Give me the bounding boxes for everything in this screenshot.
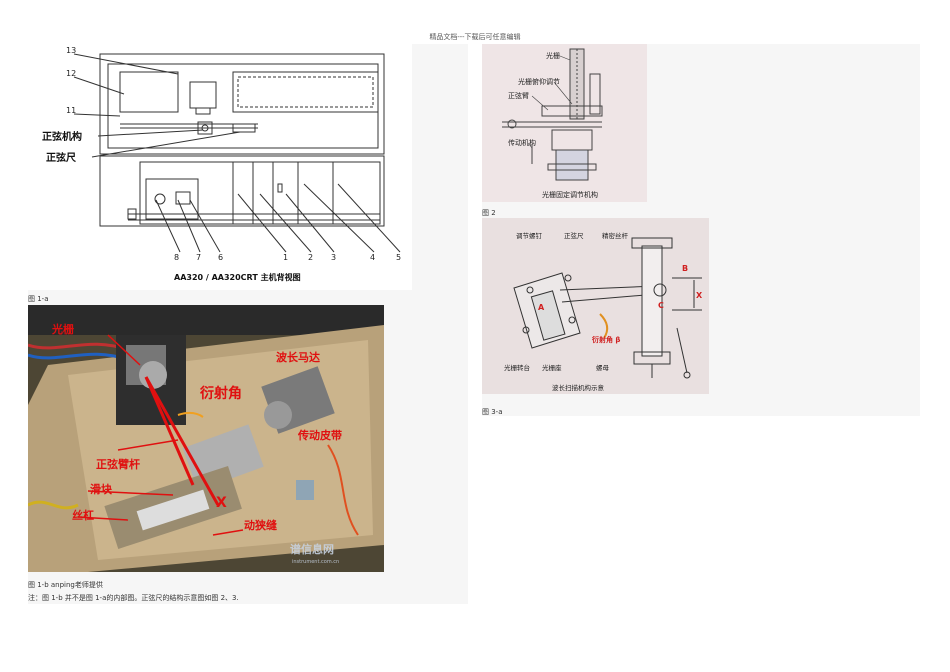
label-7: 7 [196, 253, 201, 262]
fig2-label-bottom: 光栅固定调节机构 [542, 190, 598, 199]
photo-watermark: 谱信息网 [290, 542, 334, 556]
photo-label-sine-arm: 正弦臂杆 [96, 457, 140, 471]
label-1: 1 [283, 253, 288, 262]
caption-3a: 图 3-a [482, 408, 503, 416]
page-header: 精品文档---下载后可任意编辑 [429, 33, 521, 41]
fig3a-label-sine-ruler: 正弦尺 [564, 231, 584, 240]
photo-watermark-url: instrument.com.cn [292, 559, 339, 565]
label-4: 4 [370, 253, 375, 262]
label-13: 13 [66, 46, 76, 55]
fig3a-label-c: C [658, 301, 664, 310]
figure-1a-drawing: 13 12 11 8 7 6 1 2 3 4 5 正弦机构 正弦尺 AA320 … [42, 46, 401, 282]
label-12: 12 [66, 69, 76, 78]
figure-1a: 13 12 11 8 7 6 1 2 3 4 5 正弦机构 正弦尺 AA320 … [28, 44, 412, 290]
photo-label-moving-slit: 动狭缝 [244, 518, 277, 532]
figure-2: 光栅 光栅俯仰调节 正弦臂 传动机构 光栅固定调节机构 [482, 44, 647, 202]
photo-label-slider: 滑块 [90, 482, 113, 496]
photo-label-wavelength-motor: 波长马达 [276, 350, 320, 364]
fig3a-footer: 波长扫描机构示意 [552, 383, 605, 392]
label-11: 11 [66, 106, 76, 115]
label-3: 3 [331, 253, 336, 262]
photo-label-lead-screw: 丝杠 [72, 508, 94, 522]
fig3a-label-adjust-screw: 调节螺钉 [516, 231, 543, 240]
figure-2-drawing: 光栅 光栅俯仰调节 正弦臂 传动机构 光栅固定调节机构 [502, 48, 603, 199]
photo-label-diffraction-angle: 衍射角 [199, 385, 242, 402]
fig3a-label-a: A [538, 303, 545, 312]
fig3a-label-x: X [696, 291, 703, 300]
fig2-label-pitch: 光栅俯仰调节 [518, 77, 560, 86]
figure-1a-title: AA320 / AA320CRT 主机背视图 [174, 272, 301, 282]
caption-1b: 图 1-b anping老师提供 [28, 581, 103, 589]
figure-3a: 调节螺钉 正弦尺 精密丝杆 光栅转台 光栅座 螺母 波长扫描机构示意 衍射角 β… [482, 218, 709, 394]
fig2-label-grating: 光栅 [546, 51, 560, 60]
caption-1a: 图 1-a [28, 295, 49, 303]
photo-label-belt: 传动皮带 [297, 428, 342, 442]
figure-1b-photo: 光栅 波长马达 传动皮带 正弦臂杆 滑块 丝杠 动狭缝 衍射角 X 谱信息网 i… [28, 305, 384, 572]
label-5: 5 [396, 253, 401, 262]
note-1b: 注：图 1-b 并不是图 1-a的内部图。正弦尺的结构示意图如图 2、3. [28, 594, 239, 602]
photo-label-grating: 光栅 [51, 322, 74, 336]
fig2-label-sine-arm: 正弦臂 [508, 91, 529, 100]
label-6: 6 [218, 253, 223, 262]
fig3a-label-turntable: 光栅转台 [504, 363, 530, 372]
photo-label-x: X [216, 495, 227, 511]
fig2-label-drive: 传动机构 [508, 138, 536, 147]
figure-1b-drawing: 光栅 波长马达 传动皮带 正弦臂杆 滑块 丝杠 动狭缝 衍射角 X 谱信息网 i… [28, 305, 384, 572]
label-8: 8 [174, 253, 179, 262]
fig3a-label-nut: 螺母 [596, 363, 610, 372]
fig3a-label-diffraction-angle: 衍射角 β [591, 335, 620, 344]
label-sine-ruler: 正弦尺 [46, 151, 76, 164]
label-2: 2 [308, 253, 313, 262]
label-sine-mechanism: 正弦机构 [42, 130, 82, 143]
fig3a-label-precision-rod: 精密丝杆 [602, 231, 629, 240]
fig3a-label-grating-seat: 光栅座 [542, 363, 562, 372]
fig3a-label-b: B [682, 264, 688, 273]
caption-2: 图 2 [482, 209, 496, 217]
figure-3a-drawing: 调节螺钉 正弦尺 精密丝杆 光栅转台 光栅座 螺母 波长扫描机构示意 衍射角 β… [504, 231, 703, 392]
